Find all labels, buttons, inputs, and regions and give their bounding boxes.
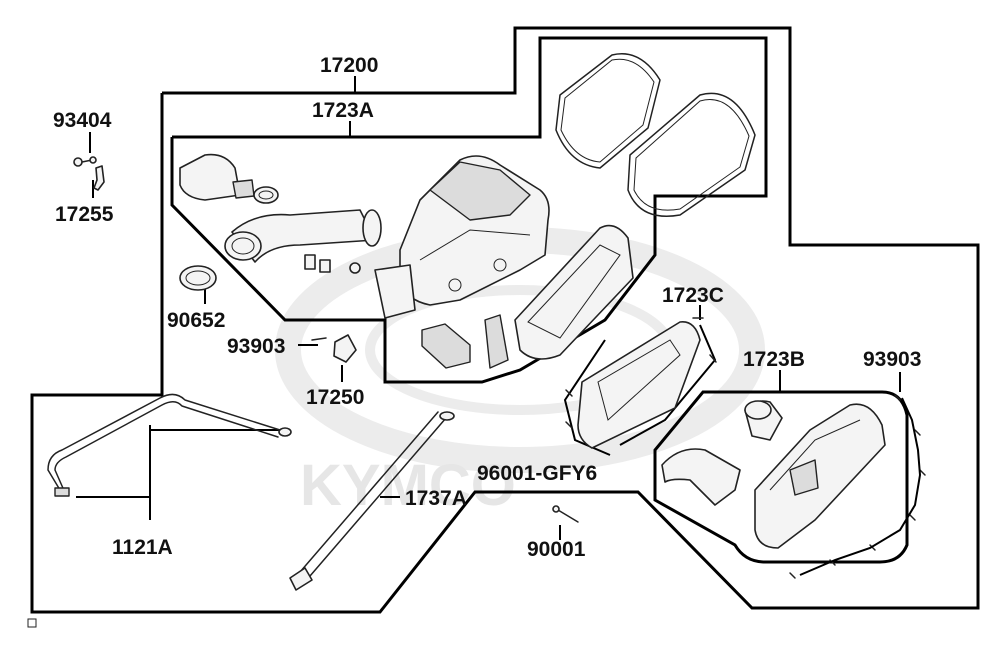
- filter-foam-strip: [484, 314, 509, 369]
- label-1723C: 1723C: [662, 284, 724, 307]
- label-1737A: 1737A: [405, 487, 467, 510]
- filter-foam-block: [421, 323, 471, 369]
- screw-93903-left: [311, 337, 327, 341]
- cover-intake-duct: [744, 400, 783, 441]
- corner-mark-icon: [27, 618, 37, 628]
- label-17255: 17255: [55, 203, 114, 226]
- label-17250: 17250: [306, 386, 364, 409]
- label-90652: 90652: [167, 309, 225, 332]
- label-1121A: 1121A: [112, 536, 173, 559]
- label-93903-right: 93903: [863, 348, 921, 371]
- case-frame: [170, 36, 768, 384]
- element-screws: [565, 317, 717, 429]
- small-hose-clamp: [253, 186, 279, 204]
- watermark-text: KYMCO: [300, 453, 516, 518]
- label-17200: 17200: [320, 54, 378, 77]
- breather-clamp-17250: [333, 334, 357, 363]
- label-1723A: 1723A: [312, 99, 374, 122]
- screw-93404: [73, 156, 97, 167]
- breather-fittings: [304, 254, 361, 274]
- bolt-90001: [552, 505, 579, 523]
- label-1723B: 1723B: [743, 348, 805, 371]
- air-box-cover: [754, 403, 886, 549]
- screws-93903-right: [789, 394, 926, 579]
- label-93903-left: 93903: [227, 335, 285, 358]
- label-90001: 90001: [527, 538, 586, 561]
- element-frame: [514, 224, 634, 360]
- label-96001-GFY6: 96001-GFY6: [477, 462, 597, 485]
- drain-hose-1121A: [47, 393, 292, 497]
- gasket-inner: [627, 92, 756, 217]
- clamp-90652: [179, 265, 217, 291]
- air-box-case: [374, 155, 550, 319]
- gasket-outer: [555, 53, 661, 169]
- filter-element-1723C: [577, 321, 701, 449]
- label-93404: 93404: [53, 109, 112, 132]
- intake-snorkel: [179, 153, 255, 201]
- cover-elbow: [661, 448, 741, 506]
- assembly-frame: [30, 26, 980, 614]
- bracket-17255: [93, 165, 105, 191]
- intake-duct: [224, 209, 382, 263]
- tube-1737A: [289, 411, 455, 591]
